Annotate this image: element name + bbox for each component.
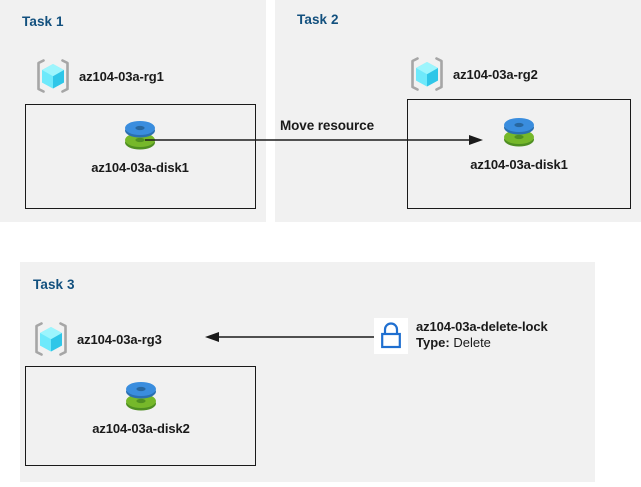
resource-group-label-task2: az104-03a-rg2	[453, 66, 538, 82]
resource-group-label-task1: az104-03a-rg1	[79, 68, 164, 84]
disk-resource-task1: az104-03a-disk1	[65, 113, 215, 175]
lock-type-line: Type: Delete	[416, 335, 548, 350]
task-panel-title-task1: Task 1	[22, 14, 64, 29]
managed-disk-icon	[65, 113, 215, 157]
disk-resource-task3: az104-03a-disk2	[66, 374, 216, 436]
lock-type-key: Type:	[416, 335, 454, 350]
task-panel-task1	[0, 0, 266, 222]
lock-type-value: Delete	[453, 335, 491, 350]
lock-apply-arrow	[205, 332, 380, 342]
disk-label-task2: az104-03a-disk1	[470, 157, 568, 172]
lock-name: az104-03a-delete-lock	[416, 319, 548, 334]
resource-group-cube-icon	[34, 57, 72, 95]
task-panel-task3	[20, 262, 595, 482]
resource-lock-task3: az104-03a-delete-lock Type: Delete	[374, 318, 548, 354]
task-panel-task2	[275, 0, 641, 222]
resource-group-task3: az104-03a-rg3	[32, 320, 162, 358]
resource-container-task2	[407, 99, 631, 209]
resource-group-label-task3: az104-03a-rg3	[77, 331, 162, 347]
managed-disk-icon	[66, 374, 216, 418]
disk-label-task1: az104-03a-disk1	[91, 160, 189, 175]
resource-group-task2: az104-03a-rg2	[408, 55, 538, 93]
resource-group-cube-icon	[408, 55, 446, 93]
padlock-icon	[374, 318, 408, 354]
disk-resource-task2: az104-03a-disk1	[444, 110, 594, 172]
move-resource-arrow	[145, 135, 483, 145]
managed-disk-icon	[444, 110, 594, 154]
resource-group-task1: az104-03a-rg1	[34, 57, 164, 95]
resource-container-task1	[25, 104, 256, 209]
task-panel-title-task3: Task 3	[33, 277, 75, 292]
lock-text-block: az104-03a-delete-lock Type: Delete	[416, 318, 548, 350]
resource-container-task3	[25, 366, 256, 466]
task-panel-title-task2: Task 2	[297, 12, 339, 27]
move-resource-label: Move resource	[280, 118, 374, 133]
resource-group-cube-icon	[32, 320, 70, 358]
disk-label-task3: az104-03a-disk2	[92, 421, 190, 436]
